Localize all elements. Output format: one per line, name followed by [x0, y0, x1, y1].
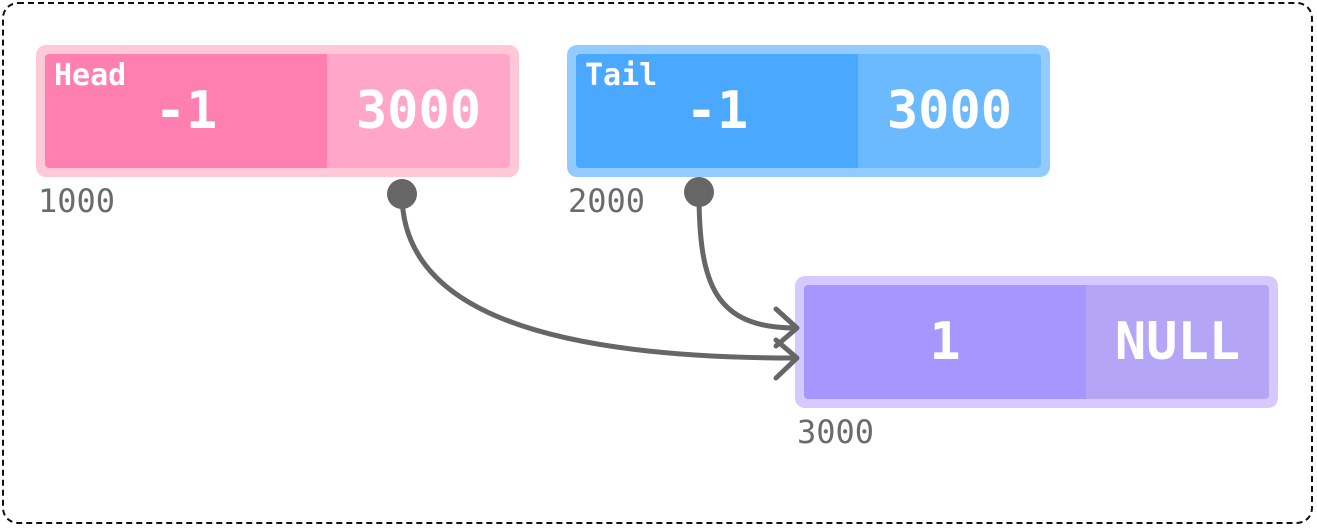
list-node: 1 NULL — [795, 276, 1278, 408]
head-address: 1000 — [38, 182, 116, 220]
tail-pointer-origin — [684, 177, 714, 207]
tail-address: 2000 — [568, 182, 646, 220]
tail-value: -1 — [685, 81, 749, 141]
head-value: -1 — [154, 81, 218, 141]
tail-next: 3000 — [886, 81, 1013, 141]
tail-node-body: -1 3000 Tail — [576, 54, 1041, 168]
head-next-cell: 3000 — [327, 54, 510, 168]
tail-node: -1 3000 Tail — [567, 45, 1050, 177]
tail-pointer-arrowhead — [773, 306, 800, 349]
head-label: Head — [54, 58, 127, 93]
node-next-cell: NULL — [1086, 285, 1269, 399]
node-value: 1 — [929, 312, 961, 372]
tail-value-cell: -1 — [576, 54, 858, 168]
head-value-cell: -1 — [45, 54, 327, 168]
tail-pointer-line — [696, 189, 799, 331]
tail-label: Tail — [585, 58, 658, 93]
list-node-body: 1 NULL — [804, 285, 1269, 399]
head-next: 3000 — [355, 81, 482, 141]
node-next: NULL — [1114, 312, 1241, 372]
node-address: 3000 — [797, 413, 875, 451]
node-value-cell: 1 — [804, 285, 1086, 399]
head-node: -1 3000 Head — [36, 45, 519, 177]
head-pointer-origin — [387, 179, 417, 209]
tail-next-cell: 3000 — [858, 54, 1041, 168]
head-pointer-line — [399, 191, 799, 361]
tail-pointer-arrow — [684, 177, 800, 349]
head-node-body: -1 3000 Head — [45, 54, 510, 168]
head-pointer-arrowhead — [773, 337, 800, 381]
head-pointer-arrow — [387, 179, 800, 381]
